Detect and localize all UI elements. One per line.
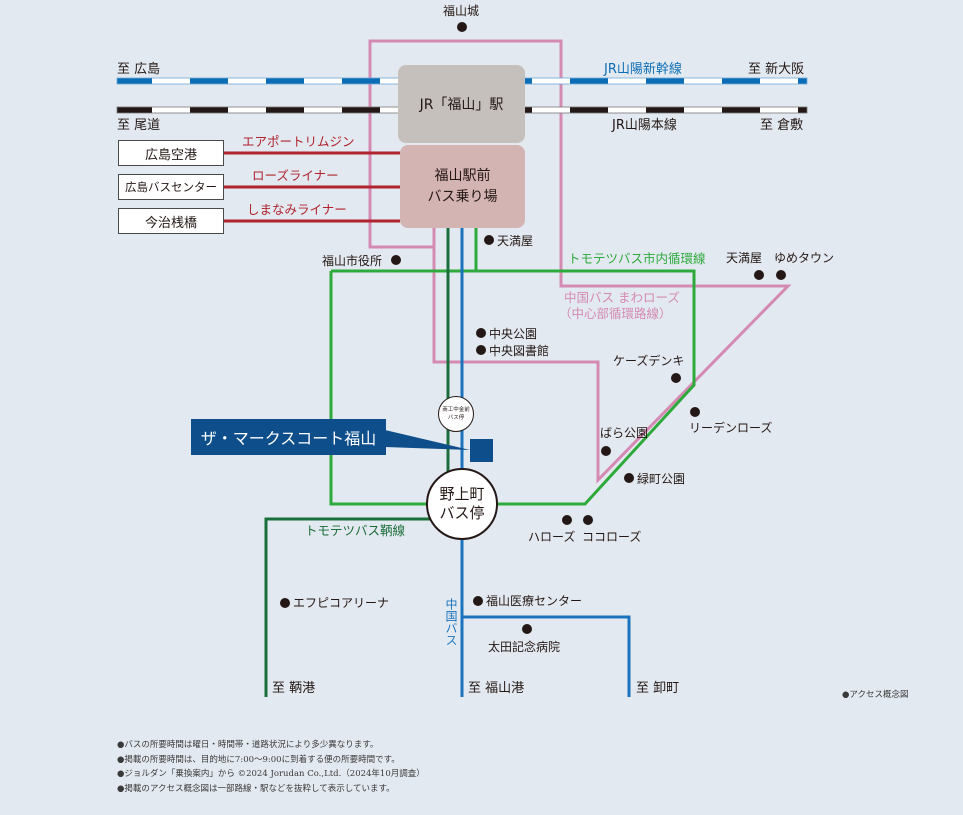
rail-east-top: 至 新大阪 [748, 61, 804, 77]
property-callout: ザ・マークスコート福山 [191, 419, 386, 455]
label-tenmaya-east: 天満屋 [726, 251, 762, 265]
tomotetsu-loop-route [329, 228, 696, 506]
dot-cocorose [583, 515, 593, 525]
footnote: ●掲載の所要時間は、目的地に7:00〜9:00に到着する便の所要時間です。 [117, 754, 400, 765]
route-tomotetsu-tomo: トモテツバス鞆線 [305, 523, 406, 538]
jr-fukuyama-station: JR「福山」駅 [398, 65, 525, 143]
dot-rose-park [601, 446, 611, 456]
jr-fukuyama-station-label: JR「福山」駅 [419, 97, 504, 113]
footnotes: ●バスの所要時間は曜日・時間帯・道路状況により多少異なります。 ●掲載の所要時間… [117, 738, 425, 796]
route-rose-liner: ローズライナー [252, 168, 339, 183]
bus-terminal: 福山駅前 バス乗り場 [400, 145, 525, 228]
nogami-stop-label-2: バス停 [439, 504, 485, 522]
label-fukuyama-castle: 福山城 [443, 3, 479, 18]
route-mawarose-1: 中国バス まわローズ [564, 290, 680, 305]
dest-tomo-port: 至 鞆港 [272, 681, 315, 696]
label-medical-center: 福山医療センター [486, 593, 582, 608]
footnote: ●バスの所要時間は曜日・時間帯・道路状況により多少異なります。 [117, 740, 379, 750]
dot-central-library [476, 345, 486, 355]
dot-epico-arena [280, 598, 290, 608]
bus-terminal-label-1: 福山駅前 [434, 167, 491, 184]
landmark-dots [280, 22, 786, 634]
mawarose-route [368, 39, 792, 484]
route-airport-limousine: エアポートリムジン [242, 134, 355, 149]
footnote: ●ジョルダン「乗換案内」から ©2024 Jorudan Co.,Ltd.（20… [117, 769, 425, 779]
origin-imabari-pier: 今治桟橋 [118, 208, 224, 234]
label-epico-arena: エフピコアリーナ [293, 596, 389, 610]
label-midorimachi-park: 緑町公園 [637, 471, 685, 486]
label-tenmaya-north: 天満屋 [497, 234, 533, 248]
express-bus-lines [223, 151, 400, 223]
route-mawarose-2: （中心部循環路線） [559, 306, 672, 321]
dest-oroshimachi: 至 卸町 [636, 680, 679, 696]
shoko-stop-label-1: 商工中金前 [442, 407, 470, 413]
bus-terminal-label-2: バス乗り場 [427, 188, 498, 205]
rail-east-bottom: 至 倉敷 [760, 118, 803, 133]
dot-ota-hospital [522, 624, 532, 634]
dot-tenmaya-east [754, 270, 764, 280]
rail-west-top: 至 広島 [117, 62, 160, 77]
nogami-cho-bus-stop: 野上町 バス停 [426, 468, 498, 540]
dest-fukuyama-port: 至 福山港 [468, 681, 524, 696]
label-riden-rose: リーデンローズ [689, 420, 772, 435]
origin-hiroshima-bus-center: 広島バスセンター [118, 174, 224, 200]
dot-midorimachi-park [624, 473, 634, 483]
label-hallo-rose: ハローズ [528, 529, 575, 544]
shinkansen-name: JR山陽新幹線 [603, 61, 682, 77]
dot-youme-town [776, 270, 786, 280]
nogami-stop-label-1: 野上町 [439, 485, 485, 503]
footnote: ●掲載のアクセス概念図は一部路線・駅などを抜粋して表示しています。 [117, 783, 395, 794]
label-ota-hospital: 太田記念病院 [488, 639, 560, 654]
label-city-hall: 福山市役所 [322, 253, 382, 268]
dot-fukuyama-castle [457, 22, 467, 32]
label-youme-town: ゆめタウン [774, 251, 834, 265]
shoko-stop-label-2: バス停 [447, 415, 465, 421]
route-chugoku-bus: 中国バス [444, 597, 458, 646]
dot-medical-center [473, 596, 483, 606]
main-line-name: JR山陽本線 [611, 117, 677, 133]
label-cocorose: ココローズ [582, 529, 641, 544]
dot-city-hall [391, 255, 401, 265]
label-rose-park: ばら公園 [600, 426, 648, 440]
property-callout-pointer [385, 430, 470, 450]
dot-central-park [476, 328, 486, 338]
rail-west-bottom: 至 尾道 [117, 118, 160, 133]
tomotetsu-tomo-route [264, 228, 450, 697]
dot-riden-rose [690, 407, 700, 417]
dot-ks-denki [671, 373, 681, 383]
origin-hiroshima-airport: 広島空港 [118, 140, 224, 166]
property-marker [470, 439, 493, 462]
property-name: ザ・マークスコート福山 [200, 429, 377, 448]
route-tomotetsu-loop: トモテツバス市内循環線 [568, 251, 706, 266]
label-ks-denki: ケーズデンキ [613, 353, 684, 368]
access-map-caption: ●アクセス概念図 [842, 690, 909, 700]
label-central-park: 中央公園 [489, 326, 537, 341]
dot-tenmaya-north [484, 235, 494, 245]
label-central-library: 中央図書館 [489, 343, 549, 358]
route-shimanami-liner: しまなみライナー [247, 202, 347, 217]
chugoku-bus-route [460, 228, 631, 697]
dot-hallo-rose [562, 515, 572, 525]
shoko-chukin-bus-stop: 商工中金前 バス停 [438, 396, 474, 432]
